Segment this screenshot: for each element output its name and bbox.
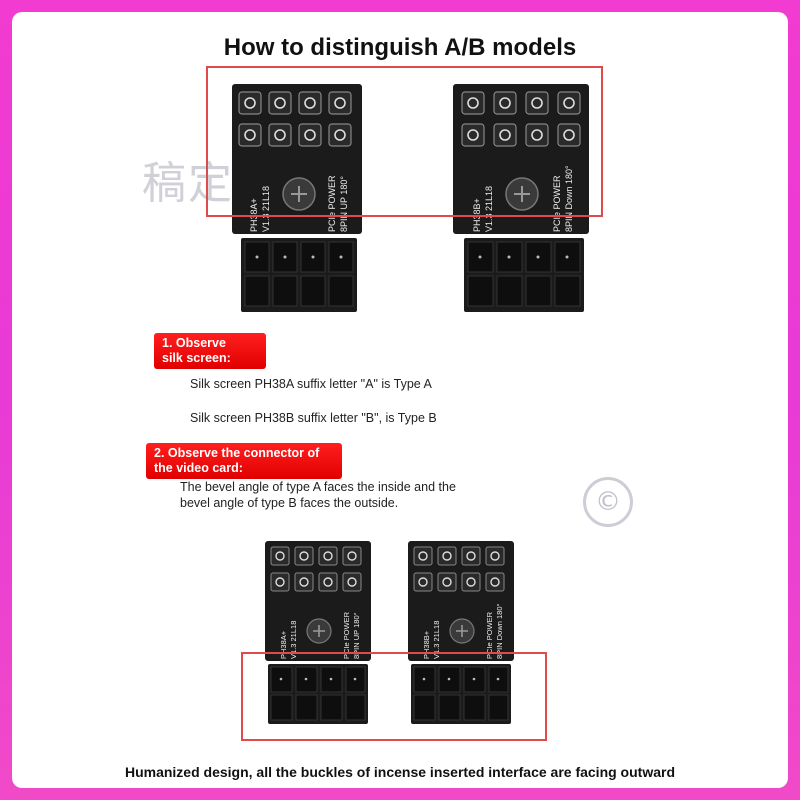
section1-text-a: Silk screen PH38A suffix letter "A" is T… — [190, 377, 432, 391]
connector-type-a-bottom: PH38A+ V1.3 21L18 PCIe POWER 8PIN UP 180… — [265, 541, 371, 724]
silk-line2-a-bottom: 8PIN UP 180° — [352, 612, 361, 659]
silk-version-a-bottom: V1.3 21L18 — [289, 621, 298, 659]
connector-type-b-top: PH38B+ V1.3 21L18 PCIe POWER 8PIN Down 1… — [453, 84, 589, 312]
silk-version-b-bottom: V1.3 21L18 — [432, 621, 441, 659]
silk-version-a: V1.3 21L18 — [261, 186, 271, 232]
silk-line2-b-bottom: 8PIN Down 180° — [495, 603, 504, 659]
section1-label: 1. Observe silk screen: — [154, 333, 266, 369]
section2-text: The bevel angle of type A faces the insi… — [180, 479, 456, 511]
connector-type-a-top: PH38A+ V1.3 21L18 PCIe POWER 8PIN UP 180… — [232, 84, 362, 312]
silk-model-a-bottom: PH38A+ — [279, 630, 288, 659]
silk-line2-b: 8PIN Down 180° — [564, 165, 574, 232]
section2-label: 2. Observe the connector of the video ca… — [146, 443, 342, 479]
section2-label-line1: 2. Observe the connector of — [154, 446, 320, 460]
silk-line1-a-bottom: PCIe POWER — [342, 611, 351, 659]
section2-text-line1: The bevel angle of type A faces the insi… — [180, 480, 456, 494]
product-card: How to distinguish A/B models PH38A+ V1.… — [12, 12, 788, 788]
watermark: 稿定 — [142, 158, 234, 209]
connector-type-b-bottom: PH38B+ V1.3 21L18 PCIe POWER 8PIN Down 1… — [408, 541, 514, 724]
page-title: How to distinguish A/B models — [223, 34, 577, 61]
silk-model-b-bottom: PH38B+ — [422, 630, 431, 659]
section1-label-line2: silk screen: — [162, 351, 231, 365]
pin-grid-top — [238, 91, 352, 147]
silk-version-b: V1.3 21L18 — [484, 186, 494, 232]
section2-label-line2: the video card: — [154, 461, 243, 475]
silk-screen-highlight-box — [206, 66, 603, 217]
silk-line1-b-bottom: PCIe POWER — [485, 611, 494, 659]
silk-line1-a: PCIe POWER — [327, 175, 337, 232]
footer-caption: Humanized design, all the buckles of inc… — [124, 764, 676, 780]
silk-line1-b: PCIe POWER — [552, 175, 562, 232]
section2-text-line2: bevel angle of type B faces the outside. — [180, 496, 399, 510]
copyright-icon: © — [583, 477, 633, 527]
section1-text-b: Silk screen PH38B suffix letter "B", is … — [190, 411, 437, 425]
silk-line2-a: 8PIN UP 180° — [339, 176, 349, 232]
section1-label-line1: 1. Observe — [162, 336, 226, 350]
connector-bevel-highlight-box — [241, 652, 547, 741]
